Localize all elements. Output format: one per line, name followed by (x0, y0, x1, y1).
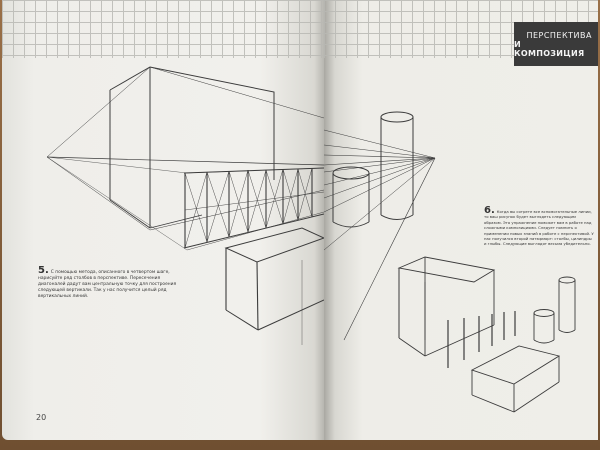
grid-strip-left (2, 0, 324, 58)
step-6-caption: 6.Когда вы сотрете все вспомогательные л… (484, 205, 594, 247)
step-6-number: 6. (484, 205, 495, 216)
perspective-drawing-right (324, 111, 576, 413)
step-5-caption: 5.С помощью метода, описанного в четверт… (38, 265, 188, 300)
step-5-number: 5. (38, 265, 49, 276)
left-page: 5.С помощью метода, описанного в четверт… (2, 0, 324, 440)
section-tab: ПЕРСПЕКТИВА И КОМПОЗИЦИЯ (514, 22, 598, 66)
horizon-line (46, 156, 324, 166)
right-page: ПЕРСПЕКТИВА И КОМПОЗИЦИЯ (324, 0, 598, 440)
step-6-text: Когда вы сотрете все вспомогательные лин… (484, 209, 594, 247)
perspective-drawing-left (46, 66, 324, 345)
page-number: 20 (36, 413, 47, 422)
section-title-line1: ПЕРСПЕКТИВА (526, 30, 592, 40)
section-title-line2: И КОМПОЗИЦИЯ (514, 39, 585, 58)
step-5-text: С помощью метода, описанного в четвертом… (38, 270, 177, 299)
